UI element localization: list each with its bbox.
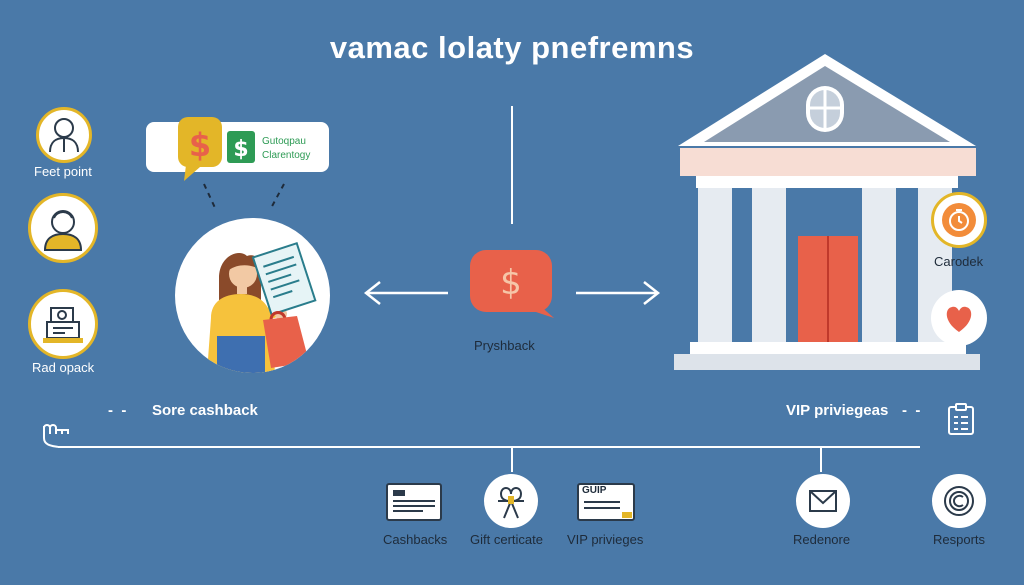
- bubble-dash-connectors: [203, 183, 285, 211]
- bubble-text-line2: Clarentogy: [262, 150, 311, 161]
- vip-card-icon: [576, 482, 636, 522]
- ribbon-icon: [484, 474, 538, 528]
- person-outline-icon: [36, 107, 92, 163]
- resports-label: Resports: [933, 532, 986, 547]
- bubble-text-line1: Gutoqpau: [262, 136, 306, 147]
- arrow-left-icon: [363, 281, 448, 305]
- mail-icon: [796, 474, 850, 528]
- right-dashes: - -: [902, 402, 921, 419]
- center-vertical-line: [511, 106, 513, 224]
- redenore-label: Redenore: [793, 532, 851, 547]
- bottom-horizontal-line: [60, 446, 920, 448]
- cashbacks-label: Cashbacks: [383, 532, 448, 547]
- feet-point-label: Feet point: [34, 164, 92, 179]
- arrow-right-icon: [576, 281, 661, 305]
- vip-privileges-label: VIP priviegeas: [786, 402, 889, 419]
- person-badge-icon: [28, 193, 98, 263]
- bottom-drop-line-right: [820, 447, 822, 472]
- copyright-icon: [932, 474, 986, 528]
- bracket-icon: [40, 420, 76, 450]
- vip-privileges-bottom-label: VIP privieges: [567, 532, 644, 547]
- svg-text:$: $: [233, 137, 248, 162]
- left-dashes: - -: [108, 402, 127, 419]
- checklist-icon: [946, 402, 976, 436]
- dollar-bill-icon: $: [226, 130, 256, 164]
- cash-register-icon: [28, 289, 98, 359]
- gift-certificate-label: Gift certicate: [470, 532, 543, 547]
- pryshback-label: Pryshback: [474, 338, 535, 353]
- bottom-drop-line-center: [511, 447, 513, 472]
- vip-card-text: GUIP: [582, 485, 607, 496]
- rad-opack-label: Rad opack: [32, 360, 95, 375]
- dollar-bubble-icon: $: [176, 115, 224, 185]
- dollar-chat-icon: $: [468, 248, 556, 320]
- clock-icon: [931, 192, 987, 248]
- bank-building-icon: [674, 54, 980, 370]
- svg-text:$: $: [189, 126, 211, 164]
- svg-text:$: $: [500, 263, 522, 303]
- diagram-title: vamac lolaty pnefremns: [329, 30, 695, 65]
- sore-cashback-label: Sore cashback: [152, 402, 258, 419]
- carodek-label: Carodek: [934, 254, 984, 269]
- heart-icon: [931, 290, 987, 346]
- card-icon: [385, 482, 443, 522]
- shopper-illustration: [175, 218, 330, 373]
